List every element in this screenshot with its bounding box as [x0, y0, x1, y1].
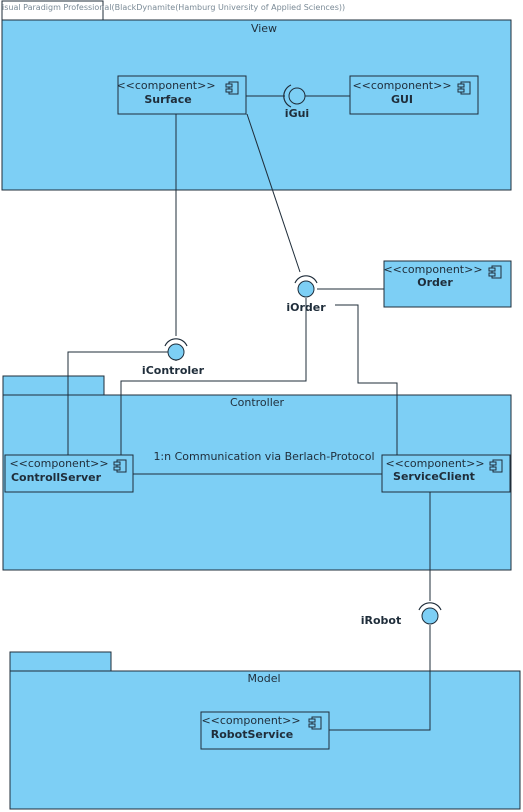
interface-iorder[interactable]: iOrder — [286, 275, 326, 314]
component-controllserver[interactable]: <<component>> ControllServer — [4, 454, 134, 493]
icontroler-socket — [164, 338, 188, 347]
component-icon — [225, 81, 239, 95]
view-package-name: View — [251, 22, 277, 35]
order-stereotype: <<component>> — [383, 263, 482, 276]
watermark: isual Paradigm Professional(BlackDynamit… — [2, 3, 345, 12]
component-surface[interactable]: <<component>> Surface — [116, 75, 247, 115]
iorder-label: iOrder — [286, 301, 326, 314]
controller-package-name: Controller — [230, 396, 285, 409]
component-icon — [113, 459, 127, 473]
icontroler-ball — [167, 343, 185, 361]
robotservice-name: RobotService — [211, 728, 293, 741]
irobot-socket — [418, 602, 442, 611]
surface-stereotype: <<component>> — [116, 79, 215, 92]
connectors — [67, 95, 431, 731]
irobot-label: iRobot — [361, 614, 402, 627]
component-icon — [457, 81, 471, 95]
component-icon — [308, 716, 322, 730]
component-gui[interactable]: <<component>> GUI — [349, 75, 479, 115]
gui-name: GUI — [391, 93, 413, 106]
gui-stereotype: <<component>> — [352, 79, 451, 92]
icontroler-label: iControler — [142, 364, 205, 377]
connector-iorder-controllserver — [120, 298, 307, 455]
connector-surface-iorder — [246, 113, 301, 273]
connector-iorder-serviceclient — [335, 304, 398, 455]
iorder-socket — [294, 275, 318, 284]
iorder-ball — [297, 280, 315, 298]
component-icon — [488, 265, 502, 279]
serviceclient-stereotype: <<component>> — [385, 457, 484, 470]
controllserver-stereotype: <<component>> — [9, 457, 108, 470]
robotservice-stereotype: <<component>> — [201, 714, 300, 727]
igui-ball — [288, 87, 306, 105]
serviceclient-name: ServiceClient — [393, 470, 475, 483]
component-icon — [489, 459, 503, 473]
controllserver-name: ControllServer — [11, 471, 102, 484]
model-package-name: Model — [247, 672, 280, 685]
component-order[interactable]: <<component>> Order — [383, 260, 512, 308]
communication-label: 1:n Communication via Berlach-Protocol — [153, 450, 374, 463]
component-robotservice[interactable]: <<component>> RobotService — [200, 711, 330, 750]
igui-label: iGui — [285, 107, 309, 120]
surface-name: Surface — [144, 93, 191, 106]
interface-irobot[interactable]: iRobot — [361, 602, 442, 627]
component-serviceclient[interactable]: <<component>> ServiceClient — [381, 454, 511, 493]
interface-igui[interactable]: iGui — [283, 84, 309, 120]
connector-irobot-robotservice — [329, 625, 431, 731]
order-name: Order — [417, 276, 453, 289]
interface-icontroler[interactable]: iControler — [142, 338, 205, 377]
irobot-ball — [421, 607, 439, 625]
igui-socket — [283, 84, 292, 108]
